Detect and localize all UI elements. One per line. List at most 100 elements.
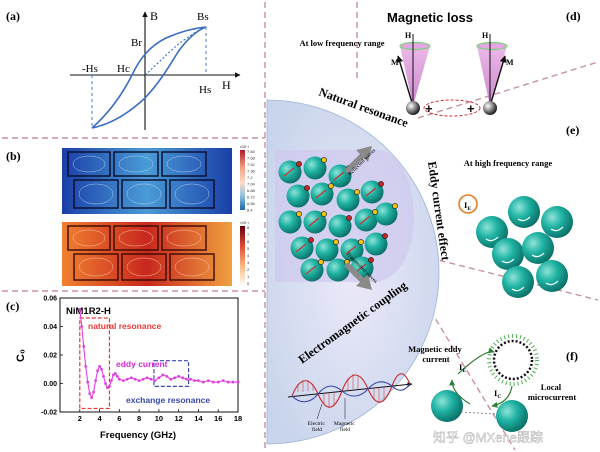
hf-eddy-arc [545,280,559,286]
series-point [137,379,141,383]
hf-particle [476,216,508,248]
spin-arrow [305,265,317,275]
series-point [94,379,97,383]
cycle-ic: IC [494,388,501,400]
magnetic-field-label: Magnetic field [334,421,356,433]
svg-text:6.72: 6.72 [247,195,256,200]
svg-text:0: 0 [247,281,250,286]
series-point [104,382,107,385]
microcurrent-particle-left [431,390,463,422]
svg-text:6.4: 6.4 [247,208,253,213]
field-map-top-streamlines [72,155,210,205]
x-tick-label: 12 [174,414,182,423]
series-point [221,379,225,383]
electric-field-pointer [316,403,323,420]
hs-label: Hs [199,84,211,96]
spin-arrow [315,189,327,199]
panel-e-label: (e) [566,123,579,137]
h-label-right: H [482,31,489,40]
series-point [141,377,145,381]
hc-label: Hc [117,63,130,75]
series-point [161,373,165,377]
series-point [193,379,196,383]
svg-text:3: 3 [247,260,250,265]
charge-dot [346,215,352,221]
axis-h-label: H [222,78,231,92]
absorber-particle [364,232,388,256]
charge-dot [358,239,364,245]
svg-text:7.84: 7.84 [247,149,256,154]
magnetic-line2: field [340,426,350,433]
hf-eddy-arc [550,226,564,232]
panel-b: (b) ×10⁻³ 7.84 7.68 7.52 7.36 7.2 7.04 6… [6,145,256,286]
scale-top-ticks: 7.84 7.68 7.52 7.36 7.2 7.04 6.88 6.72 6… [247,149,256,213]
absorber-particle [340,238,364,262]
svg-text:7.36: 7.36 [247,169,256,174]
series-point [129,376,133,380]
svg-text:4: 4 [247,253,250,258]
hysteresis-upper-branch [91,26,207,129]
magnetic-eddy-line2: current [422,354,449,364]
x-tick-label: 8 [137,414,141,423]
x-tick-label: 4 [97,414,102,423]
magnetic-line1: Magnetic [334,421,355,427]
magnetic-eddy-current-label: Magnetic eddy current [408,344,464,364]
hf-particle [492,238,524,270]
hf-eddy-arc [485,236,499,242]
magnetic-eddy-particle-ring [487,334,539,386]
hf-particle [508,196,540,228]
precession-cone-left-rim [399,41,431,51]
spin-arrow [295,243,307,253]
scale-bottom-ticks: 8 7 6 5 4 3 2 1 0 [247,225,250,286]
panel-f-label: (f) [566,349,578,363]
series-point [86,380,90,384]
m-label-right: M [506,58,514,67]
m-vector-right [489,55,507,107]
svg-text:5: 5 [247,246,250,251]
series-point [231,380,235,384]
series-point [102,374,105,378]
series-point [165,374,169,378]
series-point [98,365,101,368]
scale-bottom-title: ×10⁻² [240,221,250,225]
high-frequency-particles [476,196,573,298]
absorber-particle [300,258,324,282]
chart-xlabel: Frequency (GHz) [100,430,176,441]
svg-text:7.68: 7.68 [247,156,256,161]
hf-particle [536,260,568,292]
spin-arrow [333,171,345,181]
svg-text:1: 1 [247,274,250,279]
precession-cone-right [477,46,507,106]
eddy-current-ie: IE [464,200,471,212]
local-line2: microcurrent [528,392,576,402]
microcurrent-link [460,411,498,415]
local-line1: Local [541,382,562,392]
series-point [92,390,96,394]
series-point [153,379,157,383]
absorber-particle [354,208,378,232]
m-vector-left [396,55,414,107]
absorber-particle [310,182,334,206]
y-tick-label: 0.04 [43,324,57,331]
cycle-arrow-left [449,379,471,405]
series-point [145,376,149,380]
series-point [125,377,129,381]
series-point [110,379,113,383]
m-label-left: M [391,58,399,67]
absorber-particle [360,180,384,204]
chart-series [78,308,240,400]
x-tick-label: 10 [155,414,163,423]
charge-dot [304,185,310,191]
charge-dot [333,239,339,245]
absorber-particle [303,156,327,180]
svg-text:6.56: 6.56 [247,201,256,206]
charge-dot [308,237,314,243]
series-point [216,380,220,384]
magnetic-eddy-particle [492,339,534,381]
initial-magnetization-curve [144,26,207,76]
absorber-particle [336,188,360,212]
charge-dot [392,203,398,209]
series-point [149,377,153,381]
